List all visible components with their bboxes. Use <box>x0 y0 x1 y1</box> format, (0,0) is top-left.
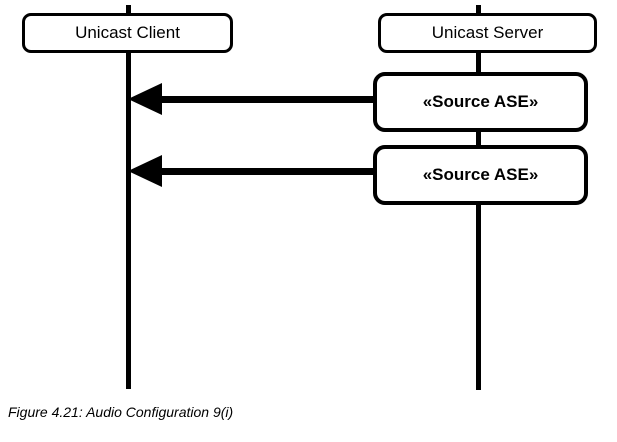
arrow-shaft <box>156 168 377 175</box>
arrowhead-left-icon <box>128 83 162 115</box>
figure-caption: Figure 4.21: Audio Configuration 9(i) <box>8 404 234 420</box>
message-box-source-ase-1: «Source ASE» <box>373 72 588 132</box>
message-label-source-ase-2: «Source ASE» <box>422 165 539 184</box>
actor-box-unicast-client: Unicast Client <box>22 13 233 53</box>
actor-label-unicast-client: Unicast Client <box>75 23 180 42</box>
arrow-shaft <box>156 96 377 103</box>
actor-box-unicast-server: Unicast Server <box>378 13 597 53</box>
message-label-source-ase-1: «Source ASE» <box>422 92 539 111</box>
message-box-source-ase-2: «Source ASE» <box>373 145 588 205</box>
arrowhead-left-icon <box>128 155 162 187</box>
client-lifeline <box>126 5 131 389</box>
actor-label-unicast-server: Unicast Server <box>431 23 544 42</box>
